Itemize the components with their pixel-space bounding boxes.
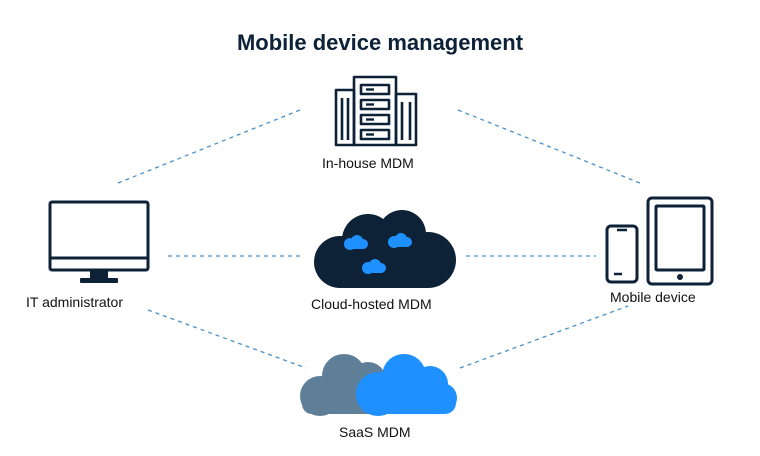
server-building-icon xyxy=(334,75,418,147)
mobile-device-label: Mobile device xyxy=(610,289,696,305)
saas-mdm-label: SaaS MDM xyxy=(339,424,411,440)
connector-inhouse-mobile xyxy=(457,109,641,184)
connector-admin-saas xyxy=(147,309,307,369)
in-house-mdm-label: In-house MDM xyxy=(322,155,414,171)
phone-and-tablet-icon xyxy=(605,196,714,286)
saas-clouds-icon xyxy=(300,354,457,416)
diagram-title: Mobile device management xyxy=(236,30,524,55)
monitor-icon xyxy=(48,200,150,283)
small-blue-clouds xyxy=(344,233,412,274)
it-administrator-label: IT administrator xyxy=(26,294,123,310)
cloud-hosted-mdm-label: Cloud-hosted MDM xyxy=(311,296,432,312)
cloud-icon xyxy=(314,210,456,288)
connector-admin-inhouse xyxy=(117,109,301,184)
connector-saas-mobile xyxy=(459,305,629,369)
